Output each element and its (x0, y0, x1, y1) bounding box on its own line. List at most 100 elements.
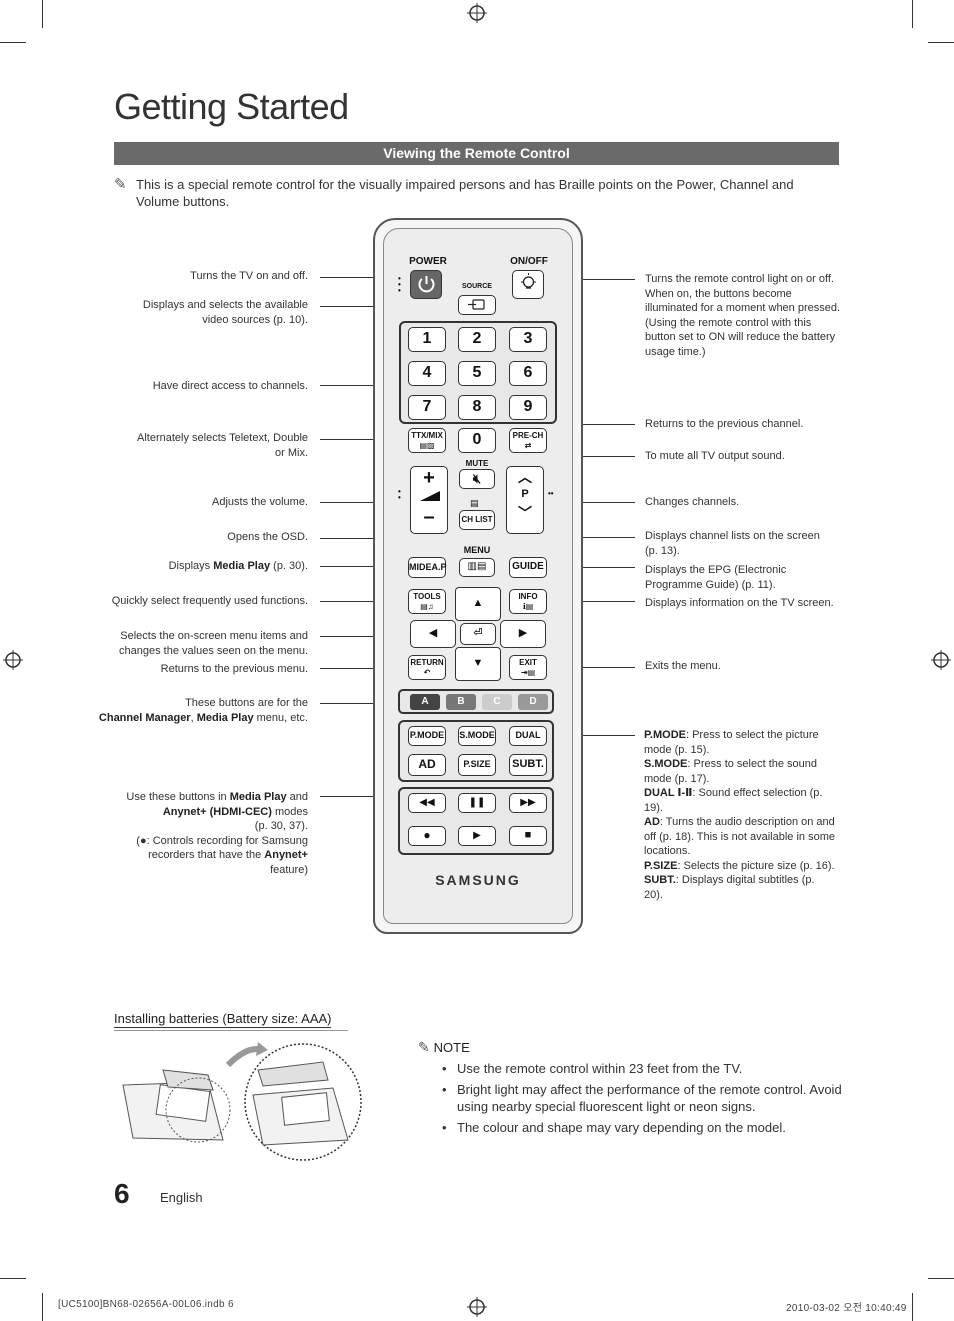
menu-button[interactable]: ▥▤ (459, 558, 495, 577)
tools-button[interactable]: TOOLS▤♫ (408, 589, 446, 614)
fast-forward-button[interactable]: ▶▶ (509, 793, 547, 813)
digit-7-button[interactable]: 7 (408, 395, 446, 420)
volume-level-icon (420, 491, 440, 501)
label-ttx: Alternately selects Teletext, Double or … (137, 432, 308, 459)
right-arrow-button[interactable]: ▶ (500, 620, 546, 648)
media-play-button[interactable]: MIDEA.P (408, 557, 447, 578)
section-heading: Viewing the Remote Control (114, 142, 839, 165)
registration-mark-icon (467, 3, 487, 23)
ad-button[interactable]: AD (408, 754, 446, 776)
leader-line (320, 703, 398, 704)
leader-line (548, 567, 635, 568)
crop-mark (928, 1278, 954, 1279)
note-heading: ✎ NOTE (418, 1039, 470, 1055)
color-button-b[interactable]: B (446, 694, 476, 710)
enter-button[interactable]: ⏎ (460, 623, 496, 645)
registration-mark-icon (3, 650, 23, 670)
down-arrow-button[interactable]: ▼ (455, 647, 501, 681)
p-mode-button[interactable]: P.MODE (408, 726, 446, 746)
braille-dots: •• (398, 487, 401, 502)
stop-icon: ■ (524, 829, 532, 841)
crop-mark (912, 1293, 913, 1321)
digit-0-button[interactable]: 0 (458, 428, 496, 453)
ttx-mix-button[interactable]: TTX/MIX▤▨ (408, 428, 446, 453)
dual-button[interactable]: DUAL (509, 726, 547, 746)
pause-button[interactable]: ❚❚ (458, 793, 496, 813)
label-power: Turns the TV on and off. (190, 270, 308, 282)
label-return: Returns to the previous menu. (160, 663, 308, 675)
digit-2-button[interactable]: 2 (458, 327, 496, 352)
print-footer-file: [UC5100]BN68-02656A-00L06.indb 6 (58, 1299, 234, 1310)
battery-installation-illustration (122, 1042, 362, 1161)
digit-8-button[interactable]: 8 (458, 395, 496, 420)
label-volume: Adjusts the volume. (212, 496, 308, 508)
up-arrow-button[interactable]: ▲ (455, 587, 501, 621)
stop-button[interactable]: ■ (509, 826, 547, 846)
source-input-icon (468, 299, 485, 310)
onoff-button[interactable] (512, 270, 544, 299)
digit-9-button[interactable]: 9 (509, 395, 547, 420)
previous-channel-icon: ⇄ (524, 441, 532, 450)
guide-button[interactable]: GUIDE (509, 557, 547, 578)
play-icon: ▶ (473, 830, 481, 841)
channel-rocker[interactable]: ︿ P ﹀ (506, 466, 544, 534)
leader-line (548, 601, 635, 602)
label-chlist: Displays channel lists on the screen (p.… (645, 530, 820, 557)
source-button[interactable] (458, 295, 496, 315)
volume-rocker[interactable]: + – (410, 466, 448, 534)
leader-line (320, 502, 410, 503)
down-arrow-icon: ▼ (472, 657, 484, 669)
rewind-icon: ◀◀ (419, 797, 435, 808)
teletext-icon: ▤▨ (419, 441, 435, 450)
leader-line (320, 277, 408, 278)
leader-line (554, 735, 635, 736)
mute-speaker-icon: 🔇︎ (472, 471, 482, 486)
volume-up-icon: + (423, 467, 435, 489)
exit-button[interactable]: EXIT⇥▤ (509, 655, 547, 680)
color-button-c[interactable]: C (482, 694, 512, 710)
note-item: Use the remote control within 23 feet fr… (442, 1060, 842, 1077)
left-arrow-icon: ◀ (428, 627, 438, 639)
digit-5-button[interactable]: 5 (458, 361, 496, 386)
page-number: 6 (114, 1178, 130, 1209)
play-button[interactable]: ▶ (458, 826, 496, 846)
label-tools: Quickly select frequently used functions… (111, 595, 308, 607)
leader-line (320, 385, 400, 386)
digit-6-button[interactable]: 6 (509, 361, 547, 386)
color-buttons-row: A B C D (398, 689, 554, 714)
subtitle-button[interactable]: SUBT. (509, 754, 547, 776)
label-color-buttons: These buttons are for the Channel Manage… (98, 697, 308, 724)
ch-list-button[interactable]: CH LIST (459, 510, 495, 530)
channel-up-icon: ︿ (518, 469, 532, 485)
color-button-d[interactable]: D (518, 694, 548, 710)
right-arrow-icon: ▶ (518, 627, 528, 639)
power-button[interactable] (410, 270, 442, 299)
mute-button[interactable]: 🔇︎ (459, 469, 495, 489)
digit-4-button[interactable]: 4 (408, 361, 446, 386)
power-label: POWER (409, 256, 447, 267)
divider (114, 1030, 348, 1031)
return-button[interactable]: RETURN↶ (408, 655, 446, 680)
source-label: SOURCE (462, 283, 492, 290)
pencil-icon: ✎ (114, 176, 127, 193)
note-list: Use the remote control within 23 feet fr… (442, 1060, 842, 1140)
record-button[interactable]: ● (408, 826, 446, 846)
leader-line (320, 636, 410, 637)
digit-3-button[interactable]: 3 (509, 327, 547, 352)
rewind-button[interactable]: ◀◀ (408, 793, 446, 813)
registration-mark-icon (467, 1297, 487, 1317)
digit-1-button[interactable]: 1 (408, 327, 446, 352)
mute-label: MUTE (465, 459, 489, 468)
up-arrow-icon: ▲ (472, 597, 484, 609)
color-button-a[interactable]: A (410, 694, 440, 710)
pre-ch-button[interactable]: PRE-CH⇄ (509, 428, 547, 453)
left-arrow-button[interactable]: ◀ (410, 620, 456, 648)
tools-icon: ▤♫ (420, 602, 434, 611)
enter-icon: ⏎ (473, 627, 483, 639)
label-prech: Returns to the previous channel. (645, 418, 804, 430)
crop-mark (912, 0, 913, 28)
intro-text: This is a special remote control for the… (136, 177, 794, 209)
p-size-button[interactable]: P.SIZE (458, 754, 496, 776)
s-mode-button[interactable]: S.MODE (458, 726, 496, 746)
